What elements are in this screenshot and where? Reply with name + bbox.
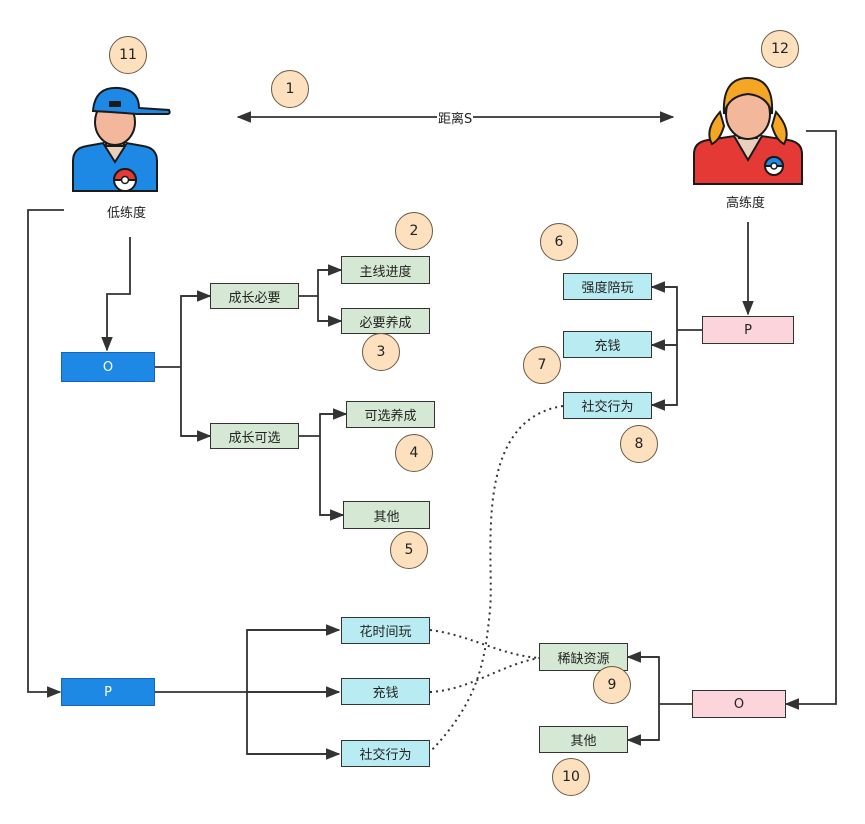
dotted-time-to-scarce [429, 629, 540, 659]
right-p-box: P [702, 316, 794, 344]
marker-10: 10 [552, 758, 590, 796]
other-box-left: 其他 [343, 501, 430, 529]
connector-high-to-bottom-o [784, 130, 837, 710]
marker-7: 7 [523, 346, 561, 384]
dotted-recharge-to-scarce [429, 657, 540, 693]
marker-12: 12 [761, 30, 799, 68]
low-level-label: 低练度 [107, 206, 147, 221]
bottom-p-box: P [61, 678, 155, 706]
marker-3: 3 [362, 333, 400, 371]
marker-4: 4 [395, 434, 433, 472]
marker-5: 5 [390, 531, 428, 569]
optional-training-box: 可选养成 [346, 401, 435, 428]
girl-trainer-icon [693, 76, 803, 185]
marker-11: 11 [109, 36, 147, 74]
left-o-box: O [61, 352, 155, 382]
connector-low-to-o [101, 237, 131, 352]
marker-9: 9 [593, 666, 631, 704]
scarce-resources-box: 稀缺资源 [539, 643, 628, 671]
boy-trainer-icon [72, 86, 171, 192]
growth-required-box: 成长必要 [210, 283, 299, 309]
marker-1: 1 [271, 70, 309, 108]
spend-time-box: 花时间玩 [341, 617, 430, 644]
marker-2: 2 [395, 212, 433, 250]
connector-p-branches [652, 286, 702, 406]
distance-label: 距离S [437, 108, 474, 127]
required-training-box: 必要养成 [341, 308, 430, 334]
social-box-bottom: 社交行为 [341, 740, 430, 767]
main-progress-box: 主线进度 [341, 256, 430, 284]
bottom-o-box: O [692, 690, 786, 718]
intense-play-box: 强度陪玩 [563, 273, 652, 300]
dotted-social-to-scarce [429, 405, 564, 753]
growth-optional-box: 成长可选 [210, 423, 299, 449]
other-box-right: 其他 [539, 726, 628, 753]
recharge-box-right: 充钱 [563, 331, 652, 358]
connector-optional-children [299, 413, 346, 516]
marker-6: 6 [540, 223, 578, 261]
social-box-right: 社交行为 [563, 392, 652, 419]
connector-low-to-bottom-p [27, 209, 64, 698]
marker-8: 8 [620, 425, 658, 463]
recharge-box-bottom: 充钱 [341, 678, 430, 705]
high-level-label: 高练度 [726, 196, 766, 211]
connector-o-branches [155, 295, 210, 437]
connector-required-children [299, 269, 341, 322]
connector-bottom-o-branches [628, 656, 692, 741]
